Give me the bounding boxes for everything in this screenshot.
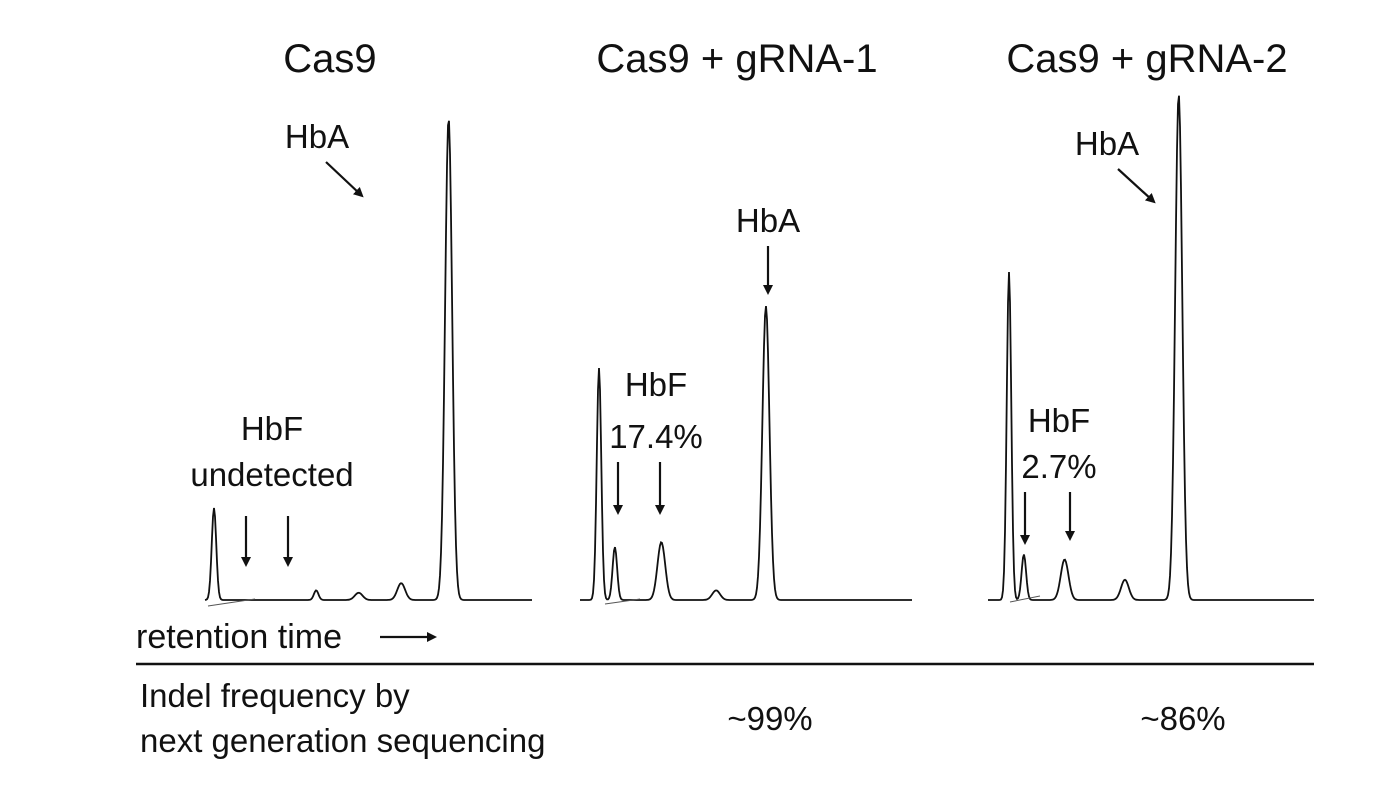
indel-frequency-grna2: ~86% bbox=[1140, 700, 1225, 737]
hbf-value-label-cas9: undetected bbox=[190, 456, 353, 493]
chromatogram-trace-grna2 bbox=[988, 95, 1314, 601]
panel-title-grna1: Cas9 + gRNA-1 bbox=[596, 37, 877, 81]
panel-title-cas9: Cas9 bbox=[283, 37, 376, 81]
hba-arrow-grna2 bbox=[1117, 168, 1156, 204]
hbf-name-label-grna2: HbF bbox=[1028, 402, 1090, 439]
indel-frequency-grna1: ~99% bbox=[727, 700, 812, 737]
chromatogram-trace-cas9 bbox=[204, 120, 532, 601]
hba-label-grna2: HbA bbox=[1075, 125, 1139, 162]
hba-label-cas9: HbA bbox=[285, 118, 349, 155]
baseline-grna2 bbox=[1009, 595, 1041, 603]
footer-label-line2: next generation sequencing bbox=[140, 722, 545, 759]
baseline-cas9 bbox=[207, 598, 256, 607]
hbf-name-label-grna1: HbF bbox=[625, 366, 687, 403]
hba-arrow-cas9 bbox=[325, 161, 364, 198]
baseline-grna1 bbox=[604, 598, 641, 605]
footer-label-line1: Indel frequency by bbox=[140, 677, 410, 714]
hbf-name-label-cas9: HbF bbox=[241, 410, 303, 447]
hbf-value-label-grna1: 17.4% bbox=[609, 418, 703, 455]
panel-title-grna2: Cas9 + gRNA-2 bbox=[1006, 37, 1287, 81]
hbf-value-label-grna2: 2.7% bbox=[1021, 448, 1096, 485]
x-axis-label: retention time bbox=[136, 618, 342, 656]
hba-label-grna1: HbA bbox=[736, 202, 800, 239]
